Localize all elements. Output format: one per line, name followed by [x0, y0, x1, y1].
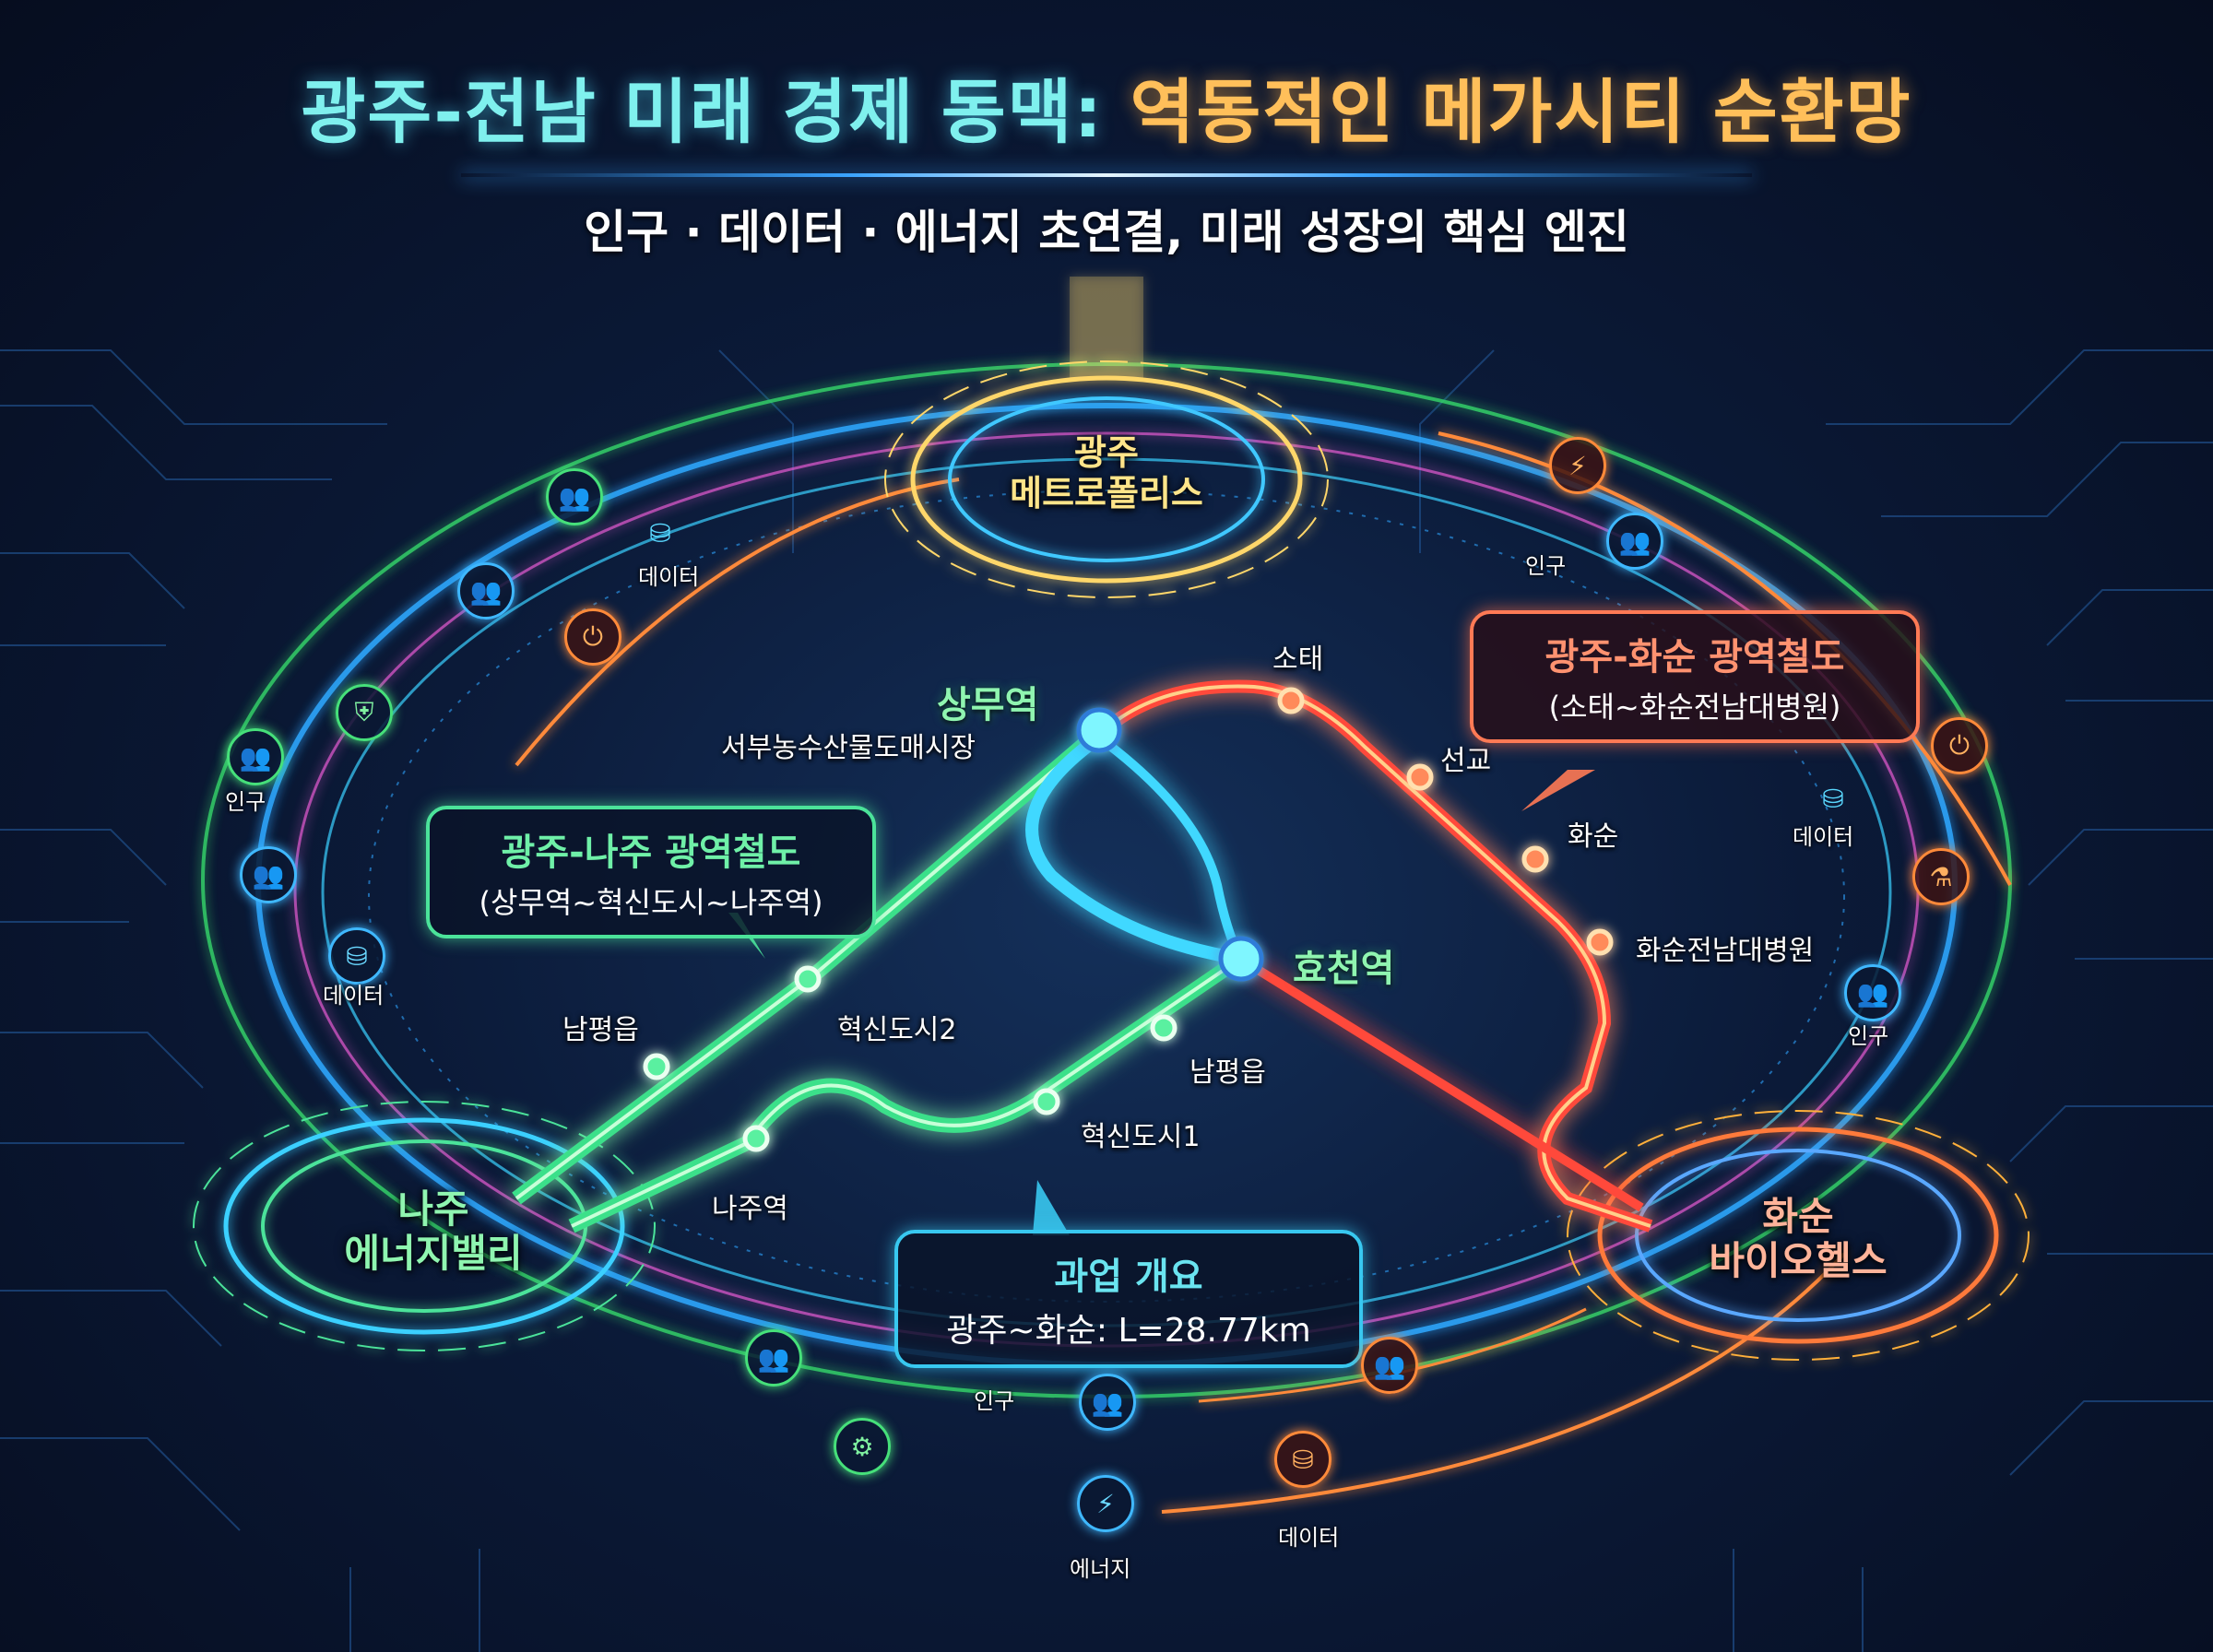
station-sangmu-desc: 서부농수산물도매시장	[721, 732, 976, 764]
page-title: 광주-전남 미래 경제 동맥: 역동적인 메가시티 순환망	[0, 55, 2213, 157]
callout-project-overview: 과업 개요 광주~화순: L=28.77km	[894, 1230, 1363, 1368]
station-hyocheon: 효천역	[1293, 948, 1395, 990]
people-icon: 👥	[745, 1329, 802, 1386]
station-sotae: 소태	[1272, 643, 1324, 676]
hub-hwasun-desc: 바이오헬스	[1709, 1238, 1888, 1284]
hub-naju: 나주 에너지밸리	[267, 1186, 599, 1277]
flow-label-data: 데이터	[1278, 1525, 1340, 1551]
station-markers	[643, 687, 1614, 1152]
callout-hwasun-line: 광주-화순 광역철도 (소태~화순전남대병원)	[1470, 610, 1920, 743]
flow-label-data: 데이터	[323, 983, 385, 1009]
flow-label-population: 인구	[1848, 1023, 1889, 1049]
hub-hwasun-name: 화순	[1762, 1194, 1834, 1239]
overview-detail: 광주~화순: L=28.77km	[946, 1312, 1311, 1350]
flow-label-data: 데이터	[638, 564, 700, 590]
shield-icon: ⛨	[336, 684, 393, 741]
database-icon: ⛁	[649, 517, 671, 549]
hub-naju-desc: 에너지밸리	[344, 1231, 523, 1277]
hwasun-line	[1102, 679, 1653, 1233]
station-hwasun-hospital: 화순전남대병원	[1636, 935, 1815, 967]
flow-label-population: 인구	[225, 789, 266, 815]
circuit-background	[0, 349, 2213, 1652]
hub-gwangju: 광주 메트로폴리스	[941, 432, 1272, 513]
power-icon: ⏻	[564, 608, 621, 666]
people-icon: 👥	[1079, 1374, 1136, 1431]
flow-label-data: 데이터	[1793, 824, 1854, 850]
page-subtitle: 인구 · 데이터 · 에너지 초연결, 미래 성장의 핵심 엔진	[584, 206, 1629, 259]
database-icon: ⛁	[1274, 1431, 1331, 1488]
database-icon: ⛁	[1822, 783, 1844, 814]
bolt-icon: ⚡	[1077, 1475, 1134, 1532]
people-icon: 👥	[1606, 513, 1663, 570]
people-icon: 👥	[227, 728, 284, 785]
station-naju: 나주역	[712, 1193, 788, 1225]
flow-label-population: 인구	[974, 1388, 1015, 1414]
flow-label-population: 인구	[1525, 553, 1567, 579]
station-nampyeong-right: 남평읍	[1189, 1056, 1266, 1089]
people-icon: 👥	[1361, 1337, 1418, 1394]
naju-line-title: 광주-나주 광역철도	[501, 832, 801, 874]
callout-naju-line: 광주-나주 광역철도 (상무역~혁신도시~나주역)	[426, 806, 876, 938]
hub-gwangju-rings	[884, 277, 1329, 598]
gear-icon: ⚙	[834, 1418, 891, 1475]
station-nampyeong-left: 남평읍	[562, 1014, 639, 1046]
hwasun-line-route: (소태~화순전남대병원)	[1548, 690, 1841, 725]
bolt-icon: ⚡	[1549, 437, 1606, 494]
hub-naju-name: 나주	[397, 1186, 469, 1232]
hub-hwasun: 화순 바이오헬스	[1632, 1194, 1964, 1284]
station-sangmu: 상무역	[937, 684, 1039, 726]
people-icon: 👥	[457, 562, 515, 620]
overview-title: 과업 개요	[1054, 1256, 1203, 1298]
people-icon: 👥	[240, 846, 297, 903]
flow-label-energy: 에너지	[1070, 1556, 1131, 1582]
title-part-2: 역동적인 메가시티 순환망	[1130, 71, 1912, 153]
station-hwasun: 화순	[1568, 820, 1619, 853]
station-innovation-city-1: 혁신도시1	[1081, 1121, 1201, 1153]
bio-icon: ⚗	[1912, 848, 1970, 905]
naju-line-route: (상무역~혁신도시~나주역)	[479, 885, 823, 920]
station-seongyo: 선교	[1440, 745, 1492, 777]
hub-hwasun-rings	[1567, 1110, 2030, 1361]
hub-naju-rings	[193, 1101, 656, 1351]
database-icon: ⛁	[328, 927, 385, 985]
title-part-1: 광주-전남 미래 경제 동맥:	[301, 71, 1130, 153]
hub-gwangju-desc: 메트로폴리스	[1010, 472, 1203, 513]
hwasun-line-title: 광주-화순 광역철도	[1544, 636, 1845, 678]
station-innovation-city-2: 혁신도시2	[837, 1014, 957, 1046]
people-icon: 👥	[1844, 964, 1901, 1021]
hub-gwangju-name: 광주	[1074, 432, 1139, 473]
power-icon: ⏻	[1931, 717, 1988, 774]
title-divider	[461, 173, 1752, 177]
people-icon: 👥	[546, 468, 603, 525]
